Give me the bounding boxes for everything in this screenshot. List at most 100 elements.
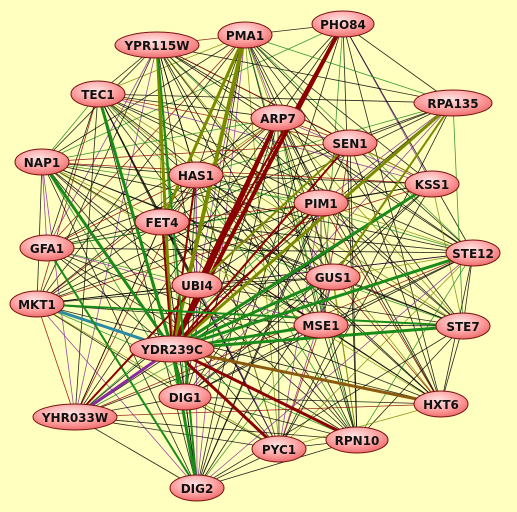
node-ste7[interactable]: STE7 <box>435 312 491 340</box>
edge-pho84-dig2 <box>196 23 344 489</box>
node-ste12[interactable]: STE12 <box>445 239 501 267</box>
node-shape <box>445 239 501 267</box>
node-pma1[interactable]: PMA1 <box>217 21 273 49</box>
edge-highlight-ydr239c-pim1 <box>171 202 322 350</box>
node-label: YDR239C <box>140 343 203 357</box>
node-shape <box>14 148 70 176</box>
edge-nap1-hxt6 <box>41 161 442 405</box>
node-dig1[interactable]: DIG1 <box>158 383 212 411</box>
node-rpn10[interactable]: RPN10 <box>325 426 389 454</box>
node-ydr239c[interactable]: YDR239C <box>129 335 215 363</box>
edge-tec1-arp7 <box>97 93 279 119</box>
edge-layer-highlighted <box>35 22 475 490</box>
node-label: NAP1 <box>24 156 60 170</box>
edge-nap1-mkt1 <box>36 161 43 305</box>
node-kss1[interactable]: KSS1 <box>404 170 460 198</box>
edge-kss1-gus1 <box>332 183 433 278</box>
edge-mkt1-yhr033w <box>36 303 76 418</box>
node-shape <box>9 290 65 318</box>
node-label: UBI4 <box>181 279 213 293</box>
edge-mse1-dig1 <box>184 324 322 398</box>
node-label: KSS1 <box>415 178 449 192</box>
node-label: GUS1 <box>315 271 352 285</box>
edge-dig1-hxt6 <box>184 396 442 405</box>
node-shape <box>293 189 349 217</box>
node-yhr033w[interactable]: YHR033W <box>32 403 118 431</box>
node-shape <box>134 208 190 236</box>
edge-fet4-yhr033w <box>74 221 163 418</box>
edge-highlight-ydr239c-hxt6 <box>170 347 443 406</box>
node-fet4[interactable]: FET4 <box>134 208 190 236</box>
edge-pma1-gus1 <box>244 34 334 278</box>
node-label: MSE1 <box>302 319 339 333</box>
node-gfa1[interactable]: GFA1 <box>19 234 75 262</box>
edge-pho84-hxt6 <box>342 23 442 405</box>
edge-highlight-ydr239c-sen1 <box>171 142 351 350</box>
edge-pho84-arp7 <box>277 23 344 119</box>
node-gus1[interactable]: GUS1 <box>305 263 361 291</box>
edge-pho84-rpa135 <box>342 23 454 104</box>
node-pyc1[interactable]: PYC1 <box>251 435 307 463</box>
edge-ypr115w-rpa135 <box>156 44 454 104</box>
node-tec1[interactable]: TEC1 <box>70 80 126 108</box>
edge-pma1-kss1 <box>244 34 433 185</box>
edge-tec1-rpn10 <box>97 93 358 441</box>
node-label: MKT1 <box>18 298 56 312</box>
node-ubi4[interactable]: UBI4 <box>171 271 223 299</box>
edge-hxt6-pyc1 <box>278 403 442 450</box>
edge-nap1-gfa1 <box>41 161 48 249</box>
node-ypr115w[interactable]: YPR115W <box>114 31 200 59</box>
node-rpa135[interactable]: RPA135 <box>413 89 493 117</box>
node-pim1[interactable]: PIM1 <box>293 189 349 217</box>
node-shape <box>217 21 273 49</box>
node-has1[interactable]: HAS1 <box>168 161 224 189</box>
edge-ypr115w-ste7 <box>156 44 464 327</box>
node-label: YHR033W <box>41 411 108 425</box>
node-arp7[interactable]: ARP7 <box>250 104 306 132</box>
edge-pma1-rpa135 <box>244 34 454 104</box>
edge-sen1-nap1 <box>41 142 351 163</box>
node-shape <box>32 403 118 431</box>
edge-pho84-ste12 <box>342 23 474 254</box>
edge-highlight-ydr239c-has1 <box>171 174 197 350</box>
edge-highlight-gfa1-dig2 <box>46 247 198 489</box>
edge-gfa1-ste12 <box>46 247 474 254</box>
edge-gus1-rpn10 <box>332 276 358 441</box>
edge-rpa135-mkt1 <box>36 102 454 305</box>
node-sen1[interactable]: SEN1 <box>322 129 378 157</box>
edge-ubi4-ste7 <box>196 284 464 327</box>
edge-tec1-gus1 <box>97 93 334 278</box>
edge-highlight-mkt1-ste7 <box>36 303 464 327</box>
edge-nap1-fet4 <box>41 161 163 223</box>
edge-ste12-yhr033w <box>74 252 474 418</box>
node-dig2[interactable]: DIG2 <box>169 474 225 502</box>
node-label: RPN10 <box>335 434 380 448</box>
edge-nap1-ubi4 <box>41 161 198 286</box>
node-label: PMA1 <box>226 29 264 43</box>
edge-highlight-ydr239c-fet4 <box>161 221 173 350</box>
edge-ypr115w-gfa1 <box>46 44 158 249</box>
edge-pma1-sen1 <box>244 34 351 144</box>
node-pho84[interactable]: PHO84 <box>311 10 375 38</box>
node-shape <box>171 271 223 299</box>
edge-pma1-ste7 <box>244 34 464 327</box>
edge-rpn10-dig2 <box>196 439 358 489</box>
node-nap1[interactable]: NAP1 <box>14 148 70 176</box>
node-mse1[interactable]: MSE1 <box>293 311 349 339</box>
edge-nap1-kss1 <box>41 161 433 185</box>
edge-rpa135-tec1 <box>97 93 454 104</box>
edge-highlight-ydr239c-nap1 <box>40 160 174 351</box>
node-label: PYC1 <box>262 443 296 457</box>
edge-highlight-gus1-rpa135 <box>332 102 454 278</box>
edge-highlight-ydr239c-rpa135 <box>170 101 455 351</box>
node-label: TEC1 <box>81 88 115 102</box>
edge-has1-mkt1 <box>36 174 197 305</box>
node-label: RPA135 <box>427 97 478 111</box>
edge-fet4-ste12 <box>161 221 474 254</box>
node-mkt1[interactable]: MKT1 <box>9 290 65 318</box>
edge-sen1-mse1 <box>320 142 351 326</box>
node-hxt6[interactable]: HXT6 <box>413 390 469 418</box>
node-label: ARP7 <box>260 112 296 126</box>
node-shape <box>19 234 75 262</box>
